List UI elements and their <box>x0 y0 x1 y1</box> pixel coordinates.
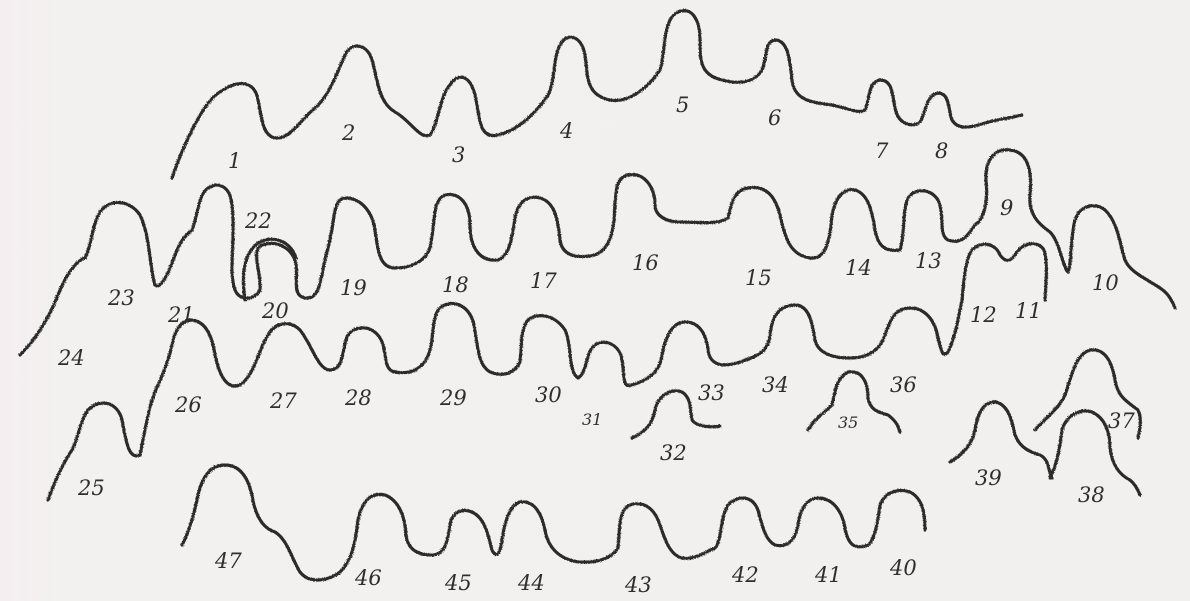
tooth-label-42: 42 <box>731 563 759 587</box>
tooth-label-38: 38 <box>1078 483 1105 507</box>
tooth-label-18: 18 <box>442 273 469 297</box>
tooth-label-28: 28 <box>344 386 372 410</box>
tooth-label-4: 4 <box>559 119 573 143</box>
tooth-label-34: 34 <box>762 373 789 397</box>
tooth-label-13: 13 <box>915 249 942 273</box>
outline-row-1 <box>172 11 1022 178</box>
tooth-label-27: 27 <box>269 389 297 413</box>
tooth-label-22: 22 <box>244 209 272 233</box>
tooth-label-45: 45 <box>444 571 472 595</box>
tooth-label-46: 46 <box>354 566 382 590</box>
tooth-label-39: 39 <box>975 466 1002 490</box>
tooth-label-20: 20 <box>261 299 289 323</box>
tooth-label-30: 30 <box>535 383 562 407</box>
tooth-label-7: 7 <box>875 139 889 163</box>
tooth-label-6: 6 <box>768 106 781 130</box>
tooth-label-33: 33 <box>698 381 725 405</box>
tooth-label-12: 12 <box>970 303 997 327</box>
tooth-label-31: 31 <box>582 410 602 429</box>
tooth-label-14: 14 <box>845 256 872 280</box>
tooth-label-37: 37 <box>1108 409 1135 433</box>
tooth-label-41: 41 <box>814 563 842 587</box>
tooth-label-47: 47 <box>214 549 242 573</box>
tooth-label-8: 8 <box>935 139 948 163</box>
tooth-label-32: 32 <box>660 441 687 465</box>
tooth-label-35: 35 <box>838 413 858 432</box>
tooth-label-5: 5 <box>676 93 689 117</box>
tooth-label-43: 43 <box>624 573 652 597</box>
tooth-label-26: 26 <box>174 393 202 417</box>
tooth-label-11: 11 <box>1015 299 1042 323</box>
tooth-label-1: 1 <box>228 149 241 173</box>
tooth-label-24: 24 <box>57 346 85 370</box>
tooth-label-40: 40 <box>889 556 917 580</box>
tooth-label-9: 9 <box>1000 196 1013 220</box>
tooth-label-2: 2 <box>341 121 355 145</box>
outline-teeth-11-12 <box>962 244 1046 300</box>
tooth-label-25: 25 <box>77 476 105 500</box>
tooth-label-3: 3 <box>452 143 465 167</box>
tooth-label-44: 44 <box>517 571 545 595</box>
tooth-label-16: 16 <box>632 251 659 275</box>
tooth-label-15: 15 <box>745 266 772 290</box>
tooth-label-21: 21 <box>167 303 195 327</box>
tooth-label-10: 10 <box>1092 271 1119 295</box>
tooth-label-36: 36 <box>890 373 917 397</box>
tooth-label-19: 19 <box>340 276 367 300</box>
tooth-label-17: 17 <box>530 269 557 293</box>
outline-row-4 <box>182 465 925 580</box>
tooth-label-23: 23 <box>107 286 135 310</box>
tooth-label-29: 29 <box>439 386 467 410</box>
